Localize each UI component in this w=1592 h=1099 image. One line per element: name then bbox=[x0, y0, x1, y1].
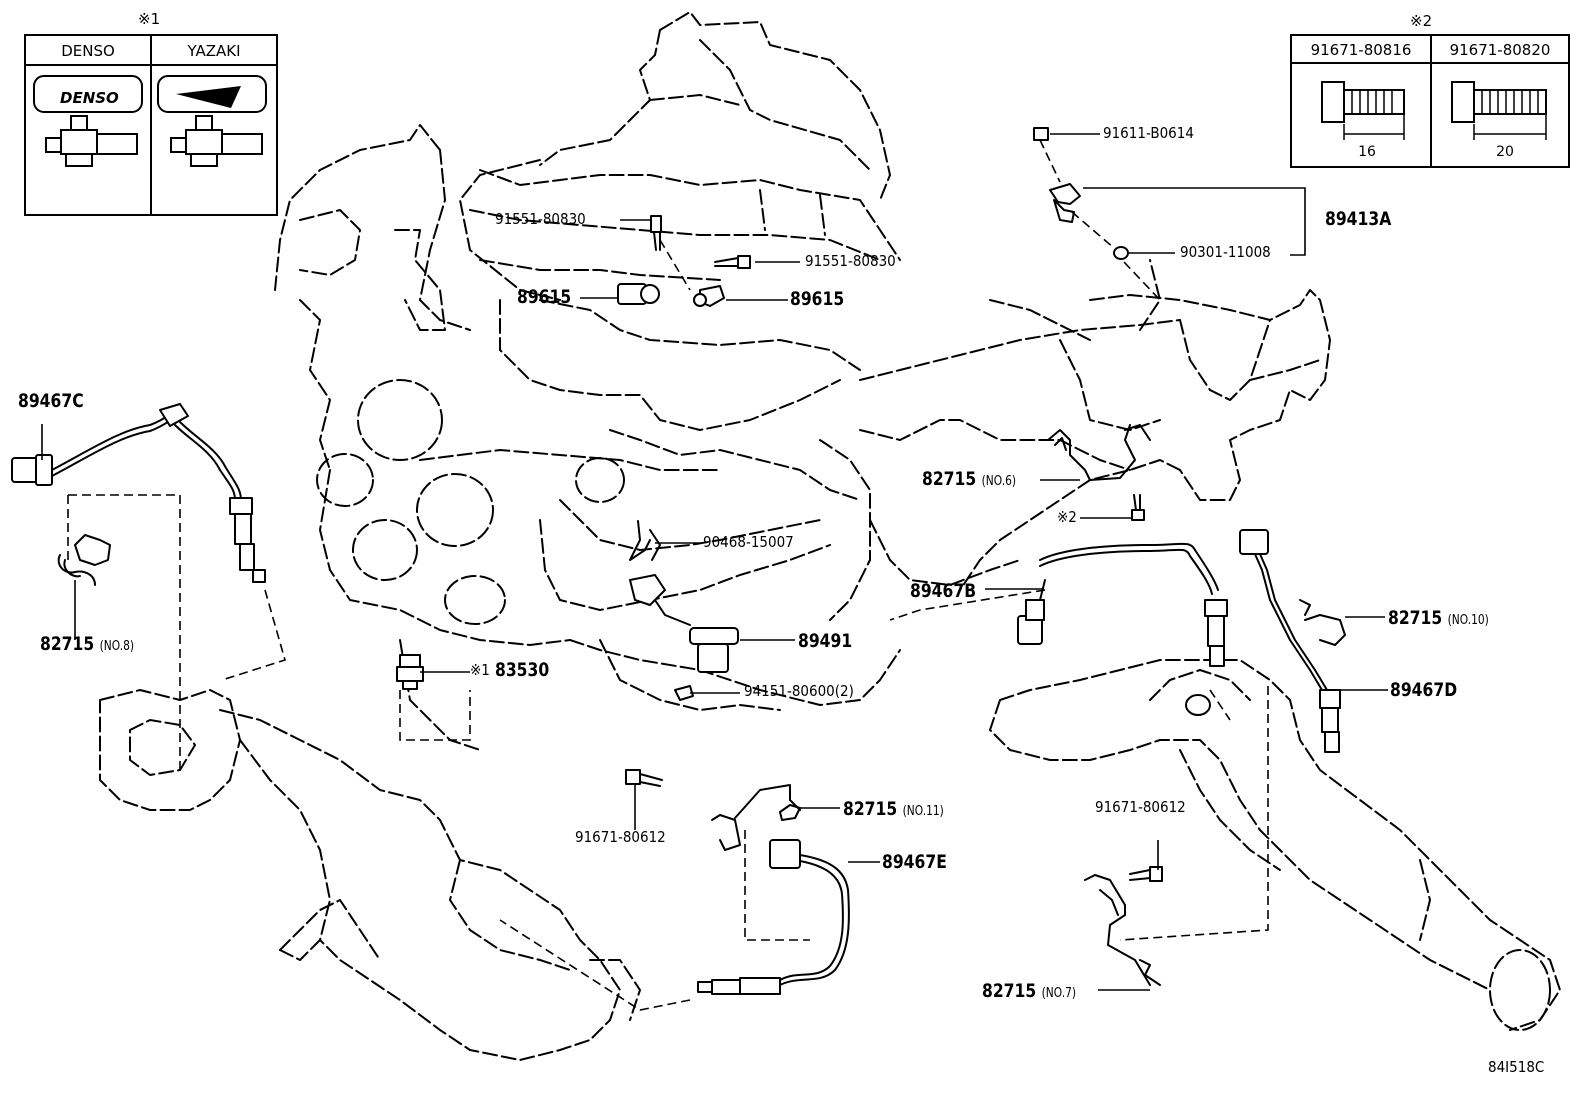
label-91671-80612-right: 91671-80612 bbox=[1095, 798, 1186, 816]
label-82715-no7-sub: (NO.7) bbox=[1041, 986, 1077, 1001]
diagram-code: 84I518C bbox=[1488, 1058, 1545, 1076]
label-note2-ref: ※2 bbox=[1057, 508, 1077, 526]
label-82715-no8-number: 82715 bbox=[40, 633, 95, 655]
note1-mark: ※1 bbox=[138, 10, 161, 28]
label-82715-no8-sub: (NO.8) bbox=[99, 639, 135, 654]
denso-badge-text: DENSO bbox=[60, 89, 119, 107]
label-89491[interactable]: 89491 bbox=[798, 630, 853, 652]
label-82715-no8[interactable]: 82715 (NO.8) bbox=[40, 635, 134, 654]
engine-outline bbox=[99, 11, 1561, 1061]
label-82715-no10-number: 82715 bbox=[1388, 607, 1443, 629]
label-89467B[interactable]: 89467B bbox=[910, 580, 977, 602]
note1-col-yazaki: YAZAKI bbox=[187, 42, 241, 60]
label-91671-80612-left: 91671-80612 bbox=[575, 828, 666, 846]
label-91551-80830-top: 91551-80830 bbox=[495, 210, 586, 228]
label-89413A[interactable]: 89413A bbox=[1325, 208, 1392, 230]
note1-col-denso: DENSO bbox=[61, 42, 115, 60]
note2-col-1-dimension: 16 bbox=[1358, 144, 1376, 160]
note2-col-1-part: 91671-80816 bbox=[1310, 41, 1412, 59]
part-illustrations bbox=[11, 127, 1346, 995]
label-89467E[interactable]: 89467E bbox=[882, 851, 947, 873]
label-89467D[interactable]: 89467D bbox=[1390, 679, 1458, 701]
label-94151-80600: 94151-80600(2) bbox=[744, 682, 854, 700]
label-82715-no10-sub: (NO.10) bbox=[1447, 613, 1489, 628]
label-82715-no7-number: 82715 bbox=[982, 980, 1037, 1002]
leader-lines bbox=[41, 133, 1388, 1011]
label-89615-left[interactable]: 89615 bbox=[517, 286, 572, 308]
label-82715-no11-number: 82715 bbox=[843, 798, 898, 820]
label-90468-15007: 90468-15007 bbox=[703, 533, 794, 551]
label-89615-right[interactable]: 89615 bbox=[790, 288, 845, 310]
label-82715-no7[interactable]: 82715 (NO.7) bbox=[982, 982, 1076, 1001]
label-82715-no11[interactable]: 82715 (NO.11) bbox=[843, 800, 944, 819]
label-82715-no6[interactable]: 82715 (NO.6) bbox=[922, 470, 1016, 489]
label-note1-ref: ※1 bbox=[470, 661, 490, 679]
label-82715-no11-sub: (NO.11) bbox=[902, 804, 944, 819]
note2-col-2-part: 91671-80820 bbox=[1449, 41, 1551, 59]
label-91611-B0614: 91611-B0614 bbox=[1103, 124, 1194, 142]
label-82715-no6-number: 82715 bbox=[922, 468, 977, 490]
label-82715-no10[interactable]: 82715 (NO.10) bbox=[1388, 609, 1489, 628]
note2-table: 91671-80816 91671-80820 16 20 bbox=[1290, 34, 1570, 168]
label-90301-11008: 90301-11008 bbox=[1180, 243, 1271, 261]
note2-bolt-illustrations bbox=[1321, 81, 1547, 140]
note1-illustrations bbox=[33, 75, 267, 167]
label-89467C[interactable]: 89467C bbox=[18, 390, 84, 412]
label-83530[interactable]: 83530 bbox=[495, 659, 550, 681]
note2-mark: ※2 bbox=[1410, 12, 1433, 30]
note1-table: DENSO YAZAKI DENSO bbox=[24, 34, 278, 216]
label-91551-80830-right: 91551-80830 bbox=[805, 252, 896, 270]
label-82715-no6-sub: (NO.6) bbox=[981, 474, 1017, 489]
note2-col-2-dimension: 20 bbox=[1496, 144, 1514, 160]
